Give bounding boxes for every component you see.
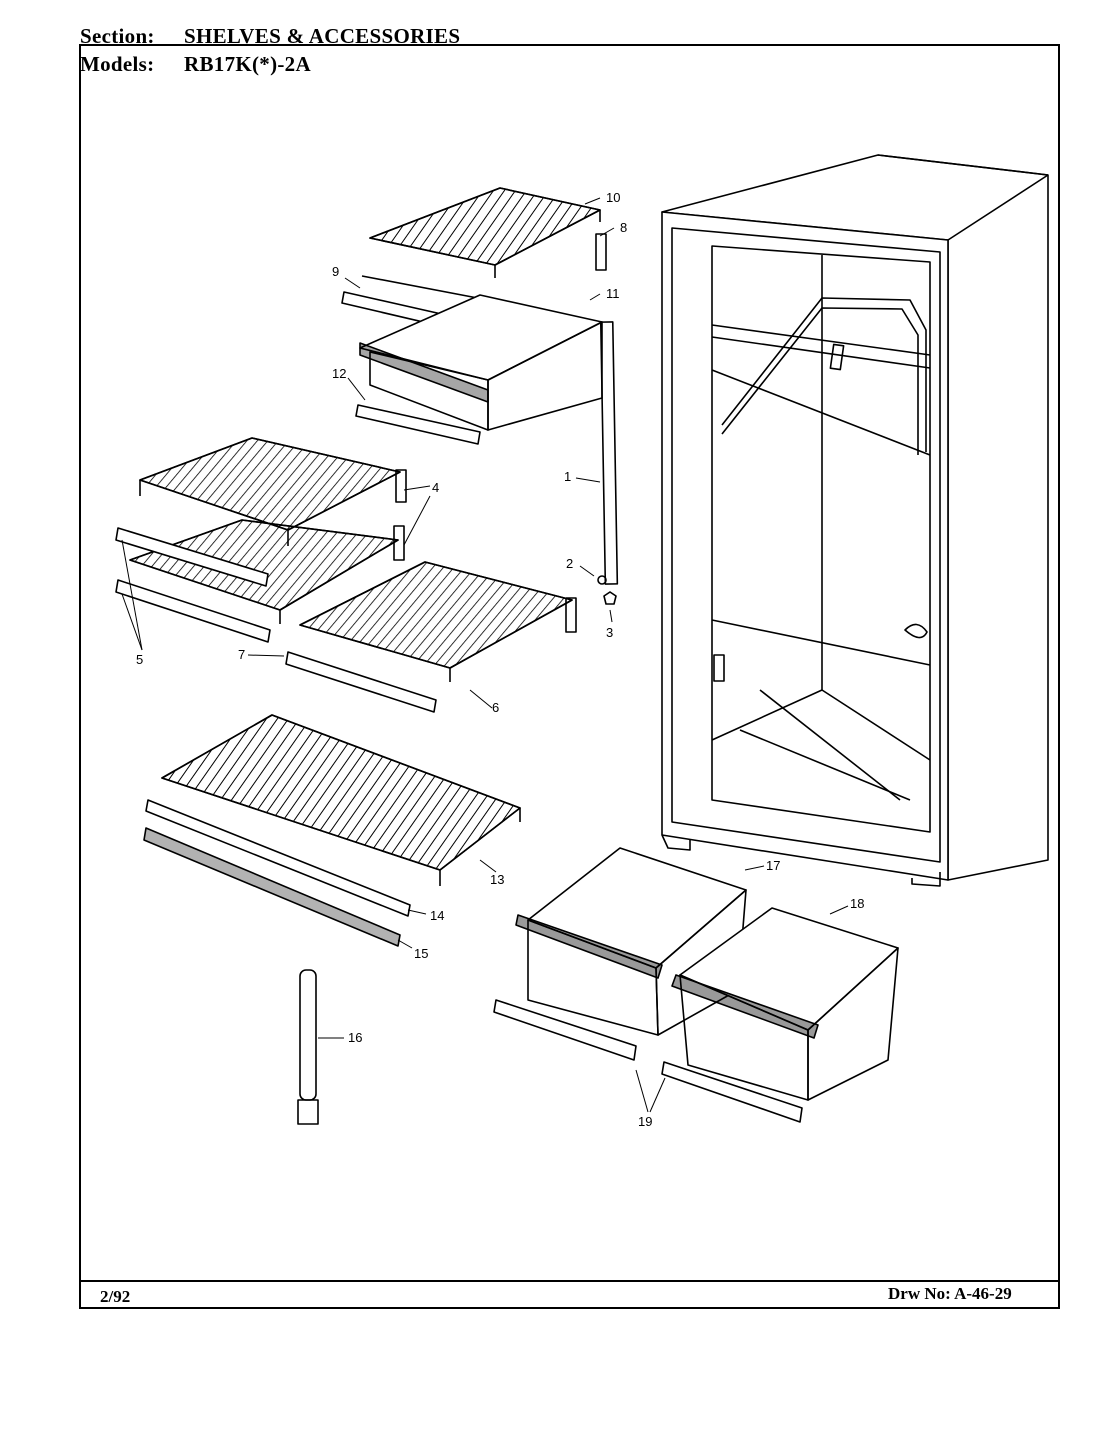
- callout-labels: 10 8 9 11 12 4 1 2 3 5 7 6 13 14 15 16 1…: [136, 190, 864, 1129]
- part-19-rails: [493, 999, 803, 1123]
- part-12-rail: [355, 404, 481, 445]
- part-16-ladder: [297, 969, 319, 1125]
- models-label: Models:: [80, 52, 155, 76]
- callout-6: 6: [492, 700, 499, 715]
- models-value: RB17K(*)-2A: [184, 52, 311, 76]
- callout-11: 11: [606, 286, 620, 301]
- part-1-ladder: [599, 321, 619, 585]
- callout-9: 9: [332, 264, 339, 279]
- drawing-number: Drw No: A-46-29: [888, 1284, 1012, 1303]
- callout-17: 17: [766, 858, 780, 873]
- part-4-shelf-upper: [139, 437, 407, 546]
- callout-2: 2: [566, 556, 573, 571]
- part-17-crisper: [515, 847, 747, 1036]
- callout-14: 14: [430, 908, 444, 923]
- callout-4: 4: [432, 480, 439, 495]
- callout-19: 19: [638, 1114, 652, 1129]
- part-15-rail: [143, 827, 401, 947]
- part-7-rail: [285, 651, 437, 713]
- callout-10: 10: [606, 190, 620, 205]
- callout-12: 12: [332, 366, 346, 381]
- part-18-crisper: [671, 907, 899, 1101]
- callout-1: 1: [564, 469, 571, 484]
- part-11-pan: [359, 294, 603, 431]
- drawing-frame: [79, 44, 1060, 1309]
- part-4-shelf-lower: [129, 519, 405, 624]
- callout-5: 5: [136, 652, 143, 667]
- part-2-screw: [597, 575, 607, 585]
- callout-16: 16: [348, 1030, 362, 1045]
- refrigerator-cabinet: [661, 154, 1049, 887]
- part-6-shelf: [299, 561, 577, 682]
- callout-15: 15: [414, 946, 428, 961]
- part-10-shelf: [369, 187, 601, 278]
- callout-7: 7: [238, 647, 245, 662]
- part-13-shelf: [161, 714, 521, 886]
- callout-13: 13: [490, 872, 504, 887]
- part-14-rail: [145, 799, 411, 917]
- callout-8: 8: [620, 220, 627, 235]
- footer-rule: [79, 1280, 1060, 1282]
- part-3-clip: [603, 591, 617, 605]
- part-5-rails: [115, 527, 271, 643]
- footer-date: 2/92: [100, 1287, 131, 1306]
- part-8-bracket: [595, 233, 607, 271]
- callout-18: 18: [850, 896, 864, 911]
- callout-3: 3: [606, 625, 613, 640]
